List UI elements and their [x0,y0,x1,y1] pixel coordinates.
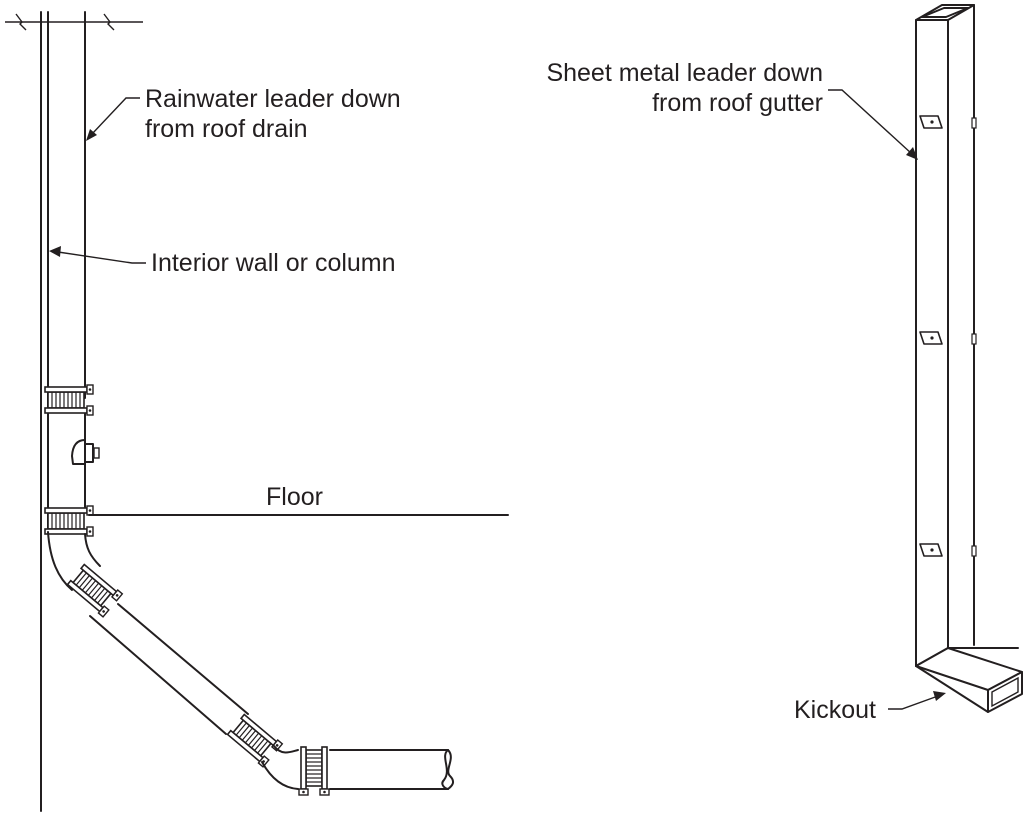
kickout-callout [888,691,946,710]
kickout-label: Kickout [794,696,876,724]
rainwater-leader-callout [86,97,140,141]
sheet-metal-leader [915,4,1023,713]
sheet-metal-leader-callout [828,89,918,160]
rainwater-leader-pipe [44,11,100,537]
sheet-metal-leader-label-line2: from roof gutter [652,89,823,117]
interior-wall-label: Interior wall or column [151,249,396,277]
sheet-metal-leader-label: Sheet metal leader down from roof gutter [546,58,823,118]
rainwater-leader-label-line2: from roof drain [145,115,308,143]
floor-label: Floor [266,483,323,511]
rainwater-leader-label: Rainwater leader down from roof drain [145,84,401,144]
sheet-metal-leader-label-line1: Sheet metal leader down [546,59,823,87]
interior-wall-callout [49,246,146,264]
rainwater-leader-label-line1: Rainwater leader down [145,85,401,113]
drain-piping [47,531,455,796]
